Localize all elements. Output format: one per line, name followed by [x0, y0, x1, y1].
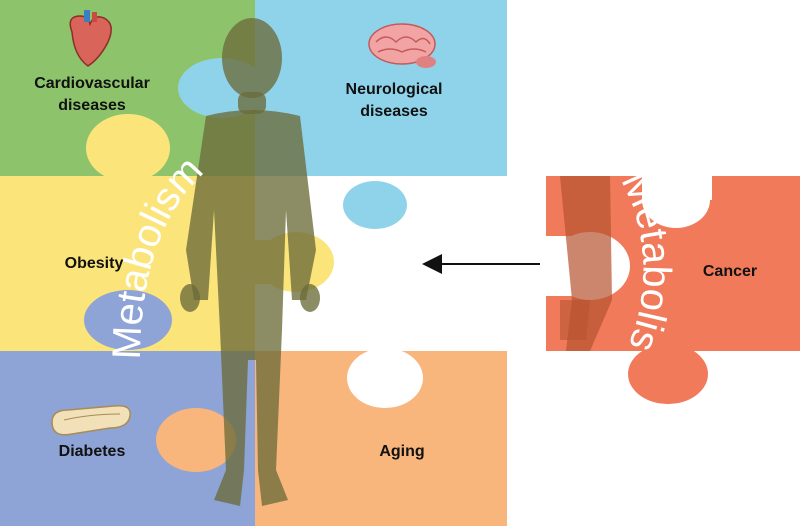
label-diabetes: Diabetes [59, 443, 126, 460]
heart-icon [69, 10, 112, 67]
label-cardiovascular-line1: Cardiovascular [34, 75, 150, 92]
label-aging: Aging [379, 443, 424, 460]
label-neurological-line2: diseases [360, 103, 428, 120]
label-cancer: Cancer [703, 263, 757, 280]
label-obesity: Obesity [65, 255, 124, 272]
pancreas-icon [51, 404, 131, 436]
brain-icon [368, 23, 436, 68]
tab-diabetes-into-obesity [84, 290, 172, 350]
tab-obesity-into-cardio [86, 114, 170, 182]
slot-notch-bottom [347, 348, 423, 408]
tab-aging-into-diabetes [156, 408, 236, 472]
slot-notch-top [343, 181, 407, 229]
label-neurological-line1: Neurological [346, 81, 443, 98]
label-cardiovascular-line2: diseases [58, 97, 126, 114]
human-silhouette [180, 18, 320, 506]
piece-cancer: Cancer [546, 172, 800, 404]
